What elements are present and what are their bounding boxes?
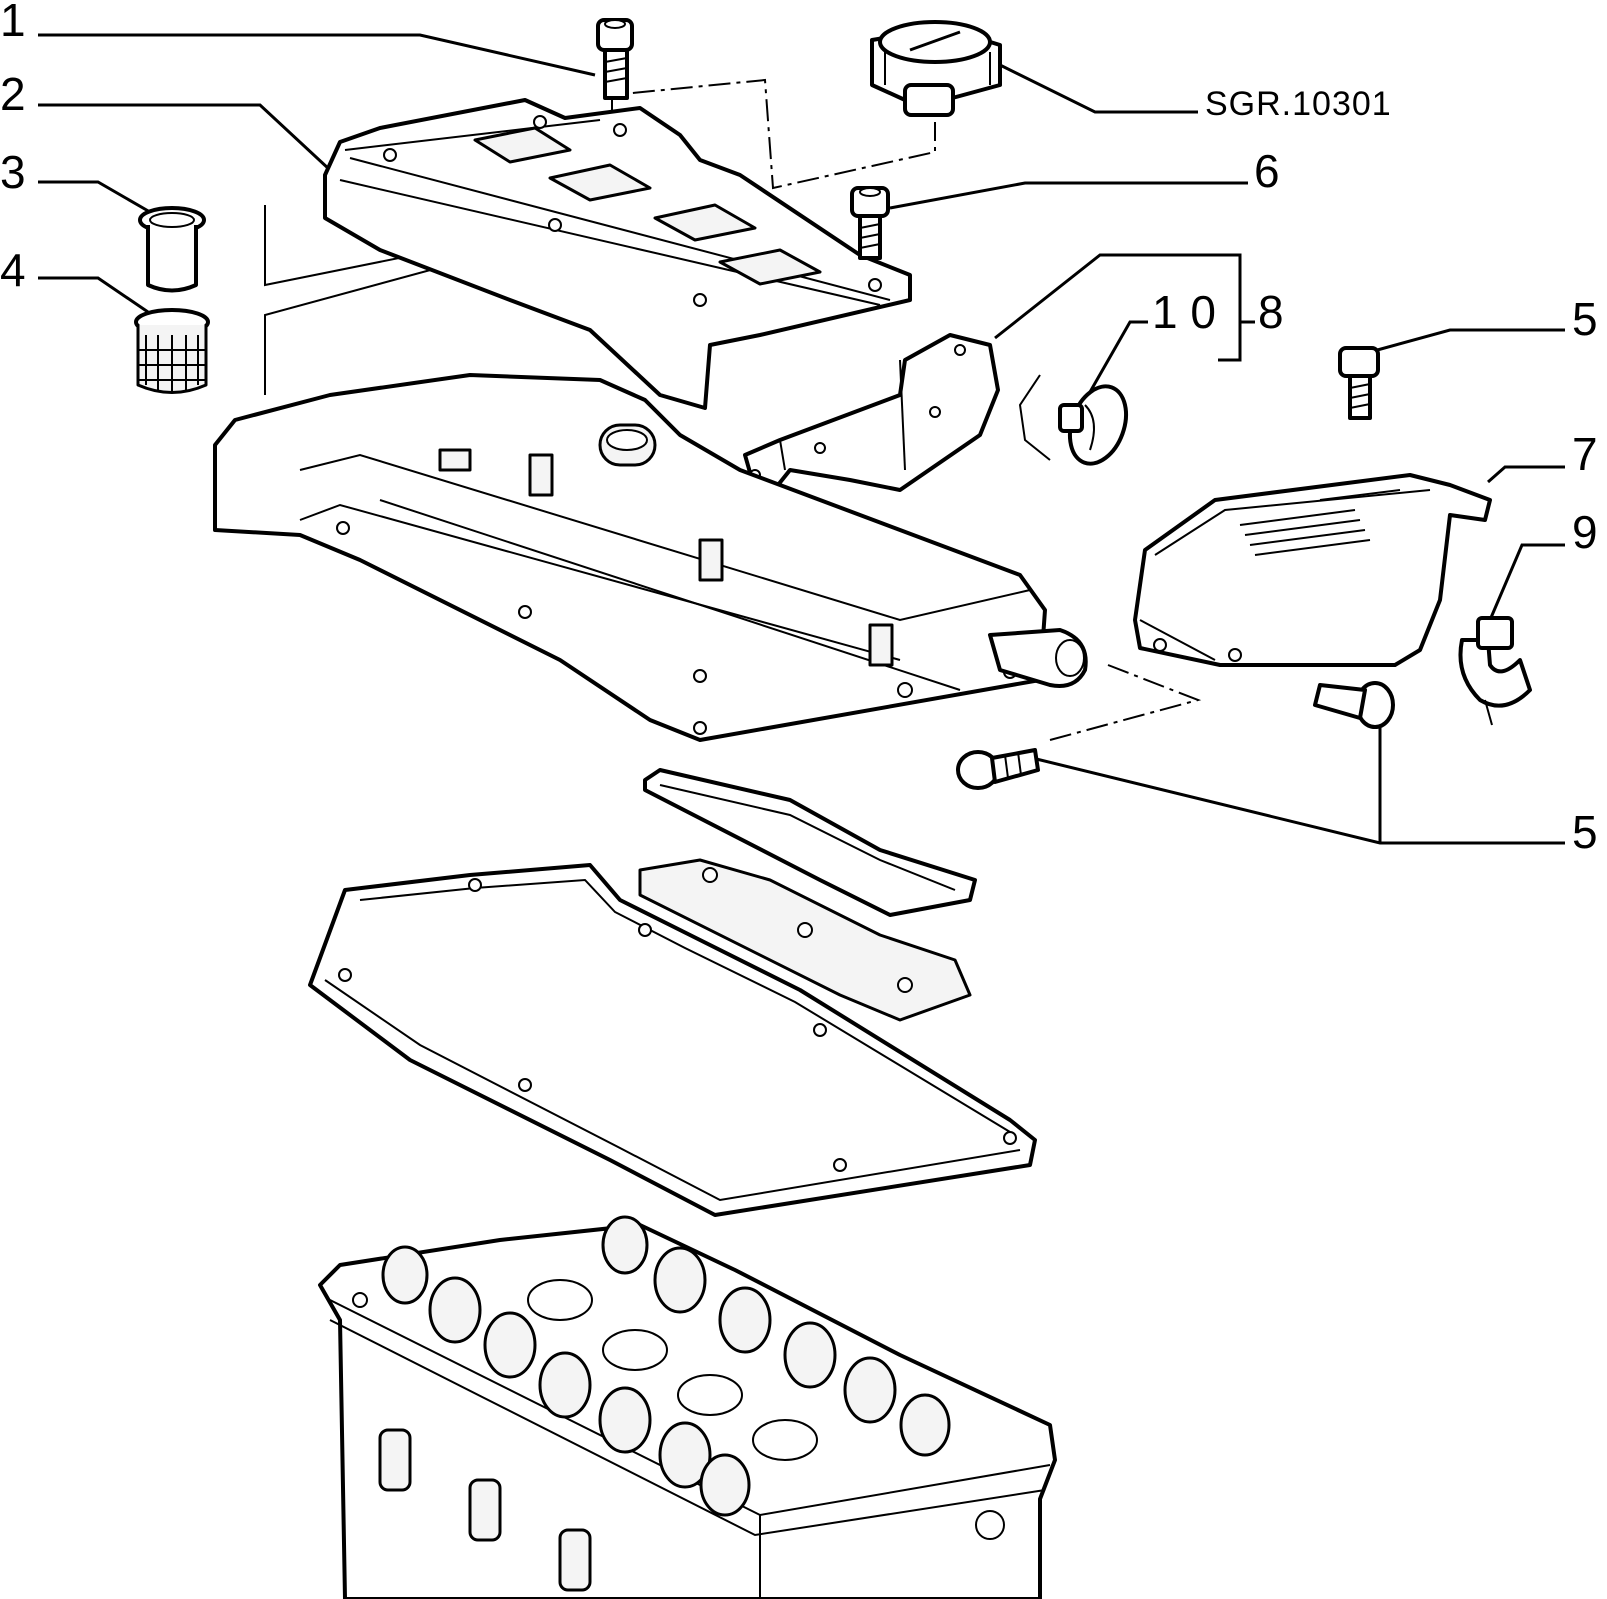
oil-filler-cap bbox=[870, 20, 1002, 117]
callout-label-8: 8 bbox=[1258, 286, 1284, 338]
callout-label-9: 9 bbox=[1572, 506, 1598, 558]
callout-label-6: 6 bbox=[1254, 145, 1280, 197]
clamp-part-9 bbox=[1458, 616, 1532, 726]
callout-label-2: 2 bbox=[0, 68, 26, 120]
cylinder-head bbox=[318, 1215, 1057, 1599]
callout-label-5-bottom: 5 bbox=[1572, 806, 1598, 858]
callout-label-7: 7 bbox=[1572, 428, 1598, 480]
leader-lines bbox=[38, 33, 1565, 845]
reference-code: SGR.10301 bbox=[1205, 85, 1392, 123]
clip-part-10 bbox=[1058, 384, 1129, 466]
small-gasket bbox=[643, 768, 977, 917]
callout-label-10: 1 0 bbox=[1152, 286, 1216, 338]
callout-label-1: 1 bbox=[0, 0, 26, 46]
cover-plate-part-2 bbox=[323, 98, 912, 410]
bolt-part-6 bbox=[850, 186, 890, 260]
valve-cover-body bbox=[213, 373, 1088, 742]
bracket-part-8 bbox=[743, 333, 1051, 497]
filter-part-4 bbox=[134, 308, 210, 394]
bolt-part-5-lower-right bbox=[1313, 681, 1395, 729]
callout-label-4: 4 bbox=[0, 244, 26, 296]
large-gasket bbox=[308, 863, 1037, 1217]
bolt-part-1 bbox=[596, 18, 634, 100]
bolt-part-5-lower-left bbox=[956, 748, 1040, 790]
cap-part-3 bbox=[138, 206, 206, 293]
callout-label-3: 3 bbox=[0, 146, 26, 198]
bolt-part-5-top bbox=[1338, 346, 1380, 420]
cover-part-7 bbox=[1133, 473, 1492, 667]
callout-label-5-top: 5 bbox=[1572, 293, 1598, 345]
seal-strip bbox=[638, 858, 972, 1022]
camshaft-right bbox=[601, 1215, 951, 1457]
camshaft-left bbox=[381, 1245, 751, 1517]
